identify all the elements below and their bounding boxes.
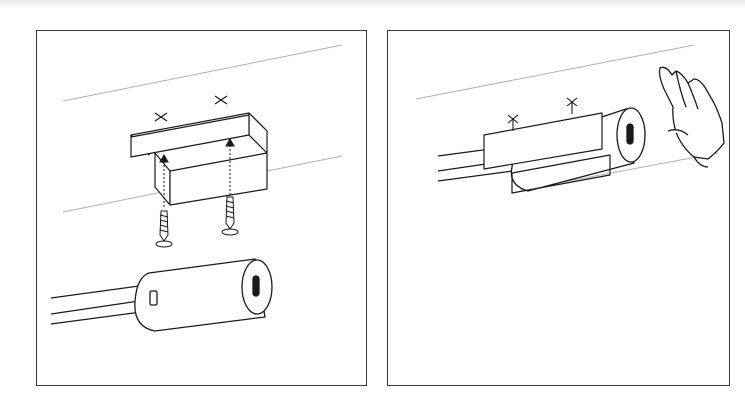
wall-line-top — [415, 44, 695, 100]
sensor-body — [134, 258, 273, 332]
mounting-bracket — [130, 112, 268, 206]
screw-left — [155, 210, 173, 248]
panel-activation — [387, 30, 730, 386]
screw-mark-left — [154, 112, 168, 122]
screw-head-right — [566, 97, 578, 114]
guide-arrow-left — [159, 153, 169, 207]
installation-illustration — [50, 44, 343, 332]
guide-arrow-right — [225, 137, 235, 195]
wall-line-top — [62, 44, 343, 102]
hand-wave — [658, 66, 725, 168]
screw-mark-right — [214, 95, 228, 105]
panel-installation — [36, 30, 367, 386]
activation-illustration — [415, 44, 725, 194]
top-shadow-band — [0, 0, 745, 10]
mounting-bracket — [483, 112, 611, 194]
screw-right — [221, 196, 239, 236]
screw-head-left — [507, 114, 519, 131]
sensor-cable — [50, 285, 142, 325]
